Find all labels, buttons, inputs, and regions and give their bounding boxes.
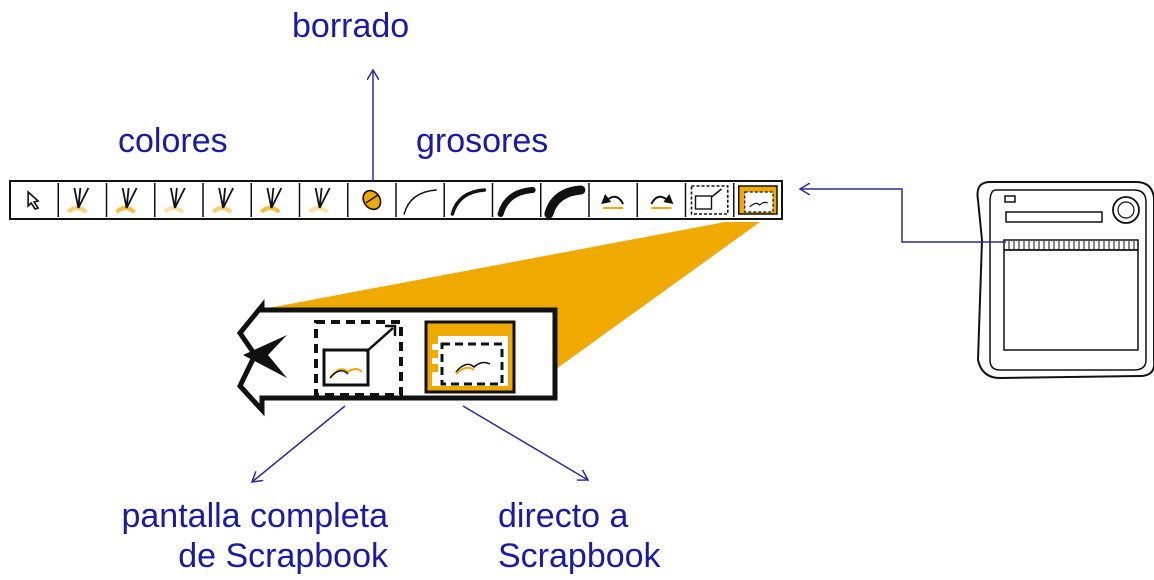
toolbar-button-stroke-1[interactable]: [395, 183, 437, 217]
direct-scrapbook-large-icon[interactable]: [424, 320, 516, 394]
label-grosores: grosores: [416, 122, 549, 160]
label-fullscreen-scrapbook: pantalla completa de Scrapbook: [58, 496, 388, 576]
toolbar-button-pen-color-4[interactable]: [202, 183, 234, 217]
pen-icon: [163, 187, 186, 214]
pen-icon: [211, 187, 234, 214]
toolbar-button-stroke-2[interactable]: [443, 183, 487, 217]
toolbar-button-fullscreen-scrapbook[interactable]: [684, 183, 729, 217]
toolbar-button-direct-scrapbook[interactable]: [733, 183, 778, 217]
label-direct-line2: Scrapbook: [498, 537, 661, 575]
fullscreen-scrapbook-icon: [690, 185, 729, 215]
label-borrado: borrado: [292, 7, 410, 45]
label-direct-scrapbook: directo a Scrapbook: [498, 496, 758, 576]
stroke-thick-icon: [497, 187, 536, 217]
tablet-illustration: [976, 181, 1154, 380]
toolbar-button-pen-color-1[interactable]: [57, 183, 90, 217]
stroke-medium-icon: [450, 188, 487, 216]
label-colores: colores: [118, 122, 228, 160]
toolbar-button-eraser[interactable]: [347, 183, 384, 217]
stroke-thin-icon: [403, 189, 437, 215]
label-direct-line1: directo a: [498, 497, 629, 535]
tablet-arrow: [800, 189, 1006, 243]
label-fullscreen-line2: de Scrapbook: [178, 537, 388, 575]
fullscreen-scrapbook-large-icon[interactable]: [314, 320, 403, 397]
arrow-pointer-icon: [27, 190, 40, 210]
direct-scrapbook-icon: [738, 185, 778, 215]
pen-icon: [115, 187, 138, 214]
toolbar-button-undo[interactable]: [588, 183, 625, 217]
label-fullscreen-line1: pantalla completa: [121, 497, 388, 535]
toolbar-button-pen-color-3[interactable]: [154, 183, 186, 217]
stroke-heavy-icon: [544, 185, 586, 219]
toolbar-button-redo[interactable]: [636, 183, 674, 217]
toolbar-button-pen-color-5[interactable]: [250, 183, 283, 217]
direct-arrow: [462, 405, 588, 480]
toolbar-button-select[interactable]: [27, 190, 40, 210]
pen-toolbar: [9, 180, 783, 220]
collapse-arrow-icon[interactable]: [243, 335, 287, 378]
pen-icon: [308, 187, 331, 214]
eraser-icon: [362, 189, 382, 211]
fullscreen-arrow: [252, 405, 346, 482]
pen-icon: [66, 187, 90, 214]
pen-icon: [259, 187, 283, 214]
zoomed-panel: [236, 298, 558, 417]
toolbar-button-stroke-3[interactable]: [491, 183, 536, 217]
undo-icon: [601, 194, 625, 209]
toolbar-button-stroke-4[interactable]: [540, 183, 586, 219]
redo-icon: [650, 194, 674, 209]
toolbar-button-pen-color-6[interactable]: [298, 183, 331, 217]
toolbar-button-pen-color-2[interactable]: [105, 183, 138, 217]
